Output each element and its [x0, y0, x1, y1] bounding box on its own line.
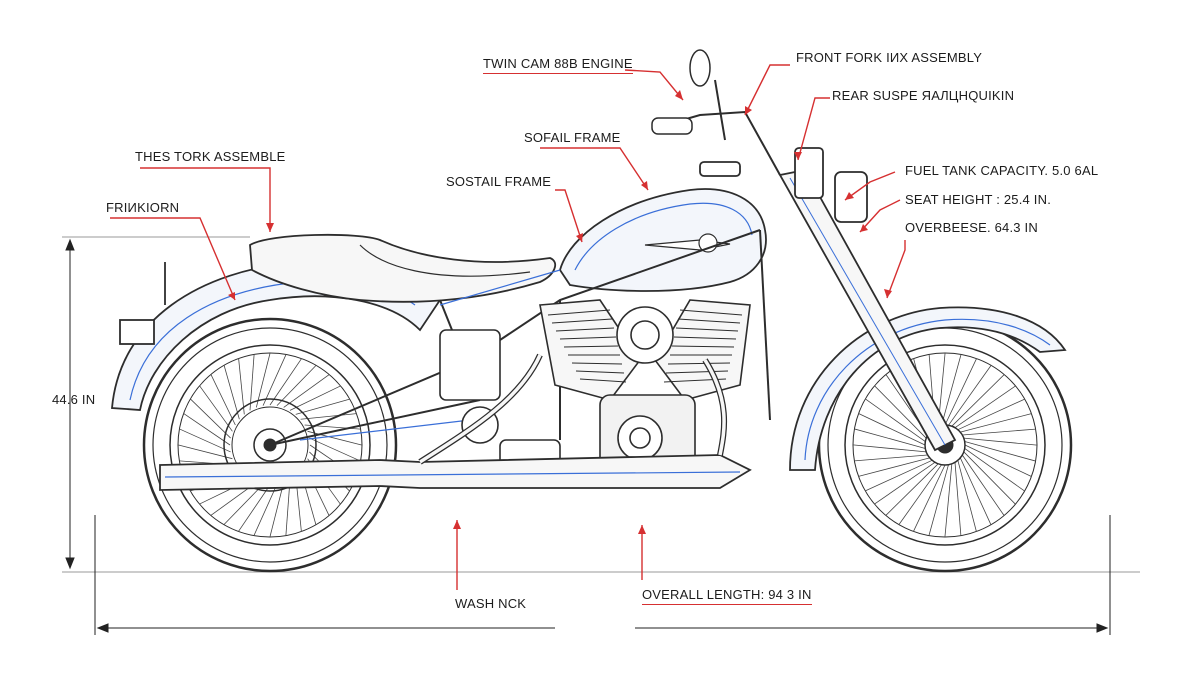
leader-arrowheads	[228, 90, 892, 534]
label-overall-height: OVERBEESE. 64.3 IN	[905, 220, 1038, 235]
label-rear-fork-assembly: THES TORK ASSEMBLE	[135, 149, 286, 164]
front-fender	[789, 306, 1067, 471]
label-seat-height: SEAT HEIGHT : 25.4 IN.	[905, 192, 1052, 207]
engine	[439, 299, 751, 476]
handlebars	[651, 49, 781, 176]
label-twin-cam-engine: TWIN CAM 88B ENGINE	[483, 56, 633, 74]
label-total-height: 44.6 IN	[52, 392, 96, 407]
label-softail-frame-upper: SOFAIL FRAME	[524, 130, 621, 145]
seat	[249, 233, 557, 303]
fuel-tank	[559, 161, 767, 292]
label-fender-horn: FRIИKIORN	[106, 200, 180, 215]
front-fork	[778, 147, 957, 452]
label-softail-frame-lower: SOSTAIL FRAME	[446, 174, 552, 189]
label-overall-length: OVERALL LENGTH: 94 3 IN	[642, 587, 812, 605]
label-fuel-tank-capacity: FUEL TANK CAPACITY. 5.0 6AL	[905, 163, 1099, 178]
label-front-fork-assembly: FRONT FORK IИX ASSEMBLY	[796, 50, 983, 65]
label-rear-suspension: REAR SUSPE ЯAЛЦНQUIKIN	[832, 88, 1015, 103]
dimension-lines	[62, 236, 1140, 635]
label-wash-neck: WASH NCK	[455, 596, 527, 611]
leader-lines	[110, 64, 906, 590]
exhaust	[159, 353, 752, 491]
